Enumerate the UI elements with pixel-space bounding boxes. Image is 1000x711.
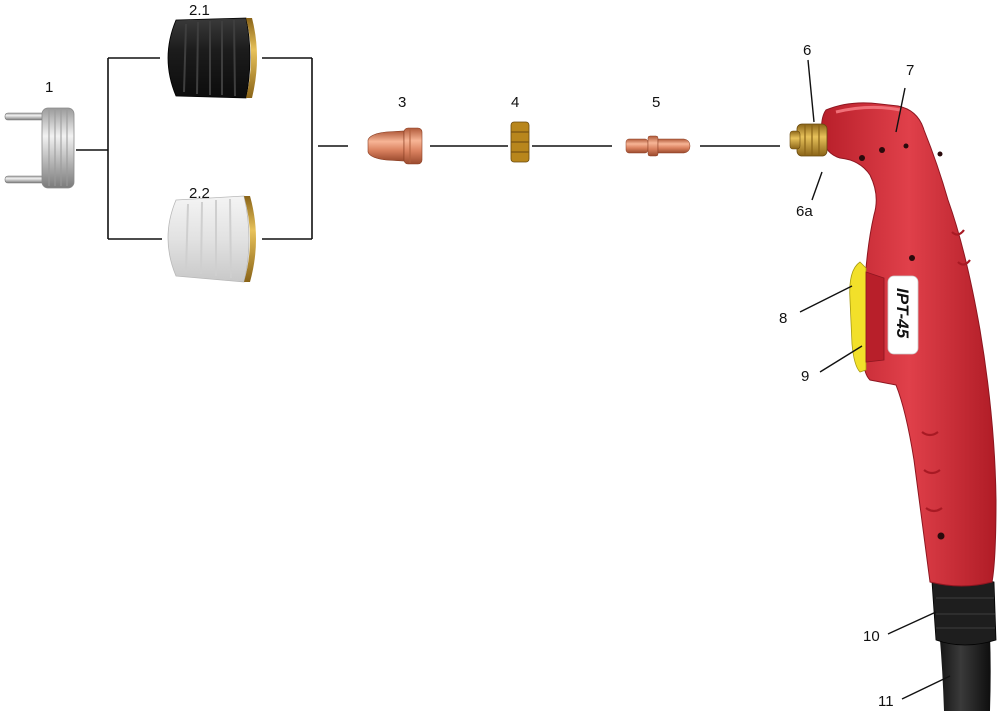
- callout-2-2: 2.2: [189, 185, 210, 202]
- torch-trigger: [849, 261, 867, 373]
- callout-10: 10: [863, 628, 880, 645]
- callout-5: 5: [652, 94, 661, 111]
- callout-9: 9: [801, 368, 810, 385]
- ceramic-cup-icon: [167, 195, 256, 283]
- callout-1: 1: [45, 79, 54, 96]
- connector-lines: [76, 57, 780, 240]
- leader-6a: [811, 171, 823, 201]
- model-label: IPT-45: [893, 288, 912, 339]
- callout-7: 7: [906, 62, 915, 79]
- plasma-torch-icon: IPT-45: [789, 102, 997, 711]
- callout-4: 4: [511, 94, 520, 111]
- leader-7: [895, 87, 906, 133]
- callout-6a: 6a: [796, 203, 813, 220]
- torch-head-fitting: [789, 123, 828, 157]
- leader-11: [901, 675, 951, 700]
- electrode-icon: [625, 135, 691, 157]
- leader-10: [887, 611, 937, 635]
- leader-8: [799, 285, 853, 313]
- callout-8: 8: [779, 310, 788, 327]
- swirl-ring-icon: [510, 121, 530, 163]
- nozzle-icon: [367, 127, 423, 165]
- leader-9: [819, 345, 863, 373]
- leader-6: [807, 59, 815, 123]
- callout-2-1: 2.1: [189, 2, 210, 19]
- model-label-plate: IPT-45: [887, 275, 919, 355]
- cable-boot: [931, 577, 997, 646]
- shield-cup-icon: [167, 17, 257, 99]
- callout-11: 11: [878, 693, 894, 710]
- callout-3: 3: [398, 94, 407, 111]
- callout-6: 6: [803, 42, 812, 59]
- spacer-ring-icon: [4, 107, 75, 189]
- callout-leaders: [799, 59, 951, 700]
